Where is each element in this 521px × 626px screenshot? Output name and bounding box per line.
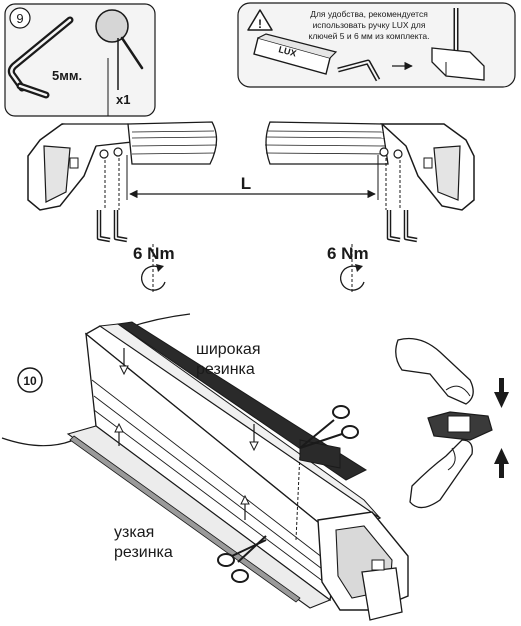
arrow-up-icon [494,448,509,478]
torque-left-label: 6 Nm [133,244,175,263]
narrow-rubber-strip [69,435,301,603]
scissors-icon [217,535,267,583]
warning-triangle-icon: ! [247,9,273,31]
roof-bar [66,321,409,621]
arrow-down-icon [249,424,259,452]
right-bar-section [264,121,389,165]
arrow-down-icon [494,378,509,408]
lux-handle-icon: LUX [253,33,338,75]
distance-dimension: L [126,155,379,200]
left-key-pair [96,158,128,243]
wide-strip-label-line-2: резинка [196,361,255,378]
arrow-up-icon [240,494,250,520]
lux-label: LUX [277,44,297,58]
wide-strip-label-line-1: широкая [196,341,260,358]
gloved-hand-icon [395,337,474,405]
tip-text-line-3: ключей 5 и 6 мм из комплекта. [309,31,430,41]
gloved-hand-icon [409,439,473,509]
assembled-key-icon [431,8,485,81]
svg-text:!: ! [258,17,262,31]
right-foot [379,123,475,211]
left-foot [27,123,133,211]
key-size-label: 5мм. [52,68,82,83]
step-number-badge [17,367,43,393]
arrow-up-icon [114,422,124,446]
torque-right-label: 6 Nm [327,244,369,263]
step-number: 10 [23,374,37,388]
narrow-strip-label-line-1: узкая [114,524,154,541]
step-number: 9 [16,11,23,26]
right-key-pair [385,158,418,243]
step-number-badge [9,7,31,29]
torque-rotation-icon [140,244,166,292]
tip-text-line-2: использовать ручку LUX для [313,20,426,30]
tip-box: ! Для удобства, рекомендуется использова… [237,2,516,88]
allen-key-icon [7,16,74,99]
arrow-down-icon [119,348,129,376]
tools-box: 9 5мм. x1 [4,3,156,117]
step-10: 10 [1,313,509,621]
torque-rotation-icon [339,244,365,292]
magnifier-icon [95,9,144,90]
narrow-strip-label-line-2: резинка [114,544,173,561]
scissors-icon [295,405,359,541]
quantity-label: x1 [116,92,130,107]
distance-label: L [241,174,251,193]
step-9: 9 5мм. x1 ! Для удобств [4,2,516,292]
allen-key-icon [337,59,381,82]
tip-text-line-1: Для удобства, рекомендуется [310,9,428,19]
profile-cross-section [427,411,493,441]
left-bar-section [127,121,218,165]
